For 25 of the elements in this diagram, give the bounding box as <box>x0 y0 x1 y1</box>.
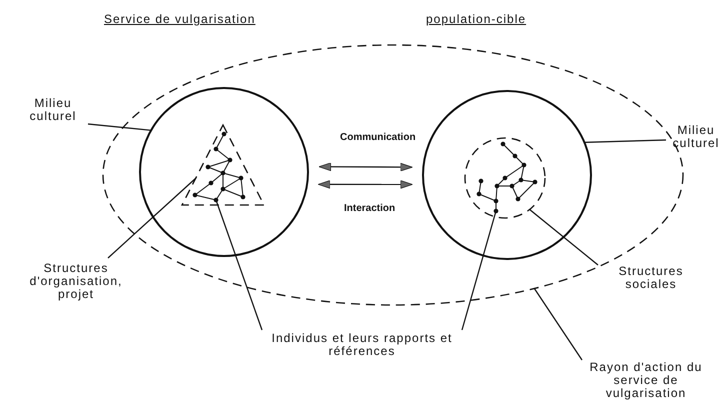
leader-line <box>529 209 598 266</box>
leader-line <box>108 178 196 258</box>
leader-line <box>534 288 582 360</box>
leader-line <box>461 210 497 330</box>
leader-line <box>215 200 263 330</box>
network-drawing <box>192 132 246 202</box>
leader-line <box>584 139 666 143</box>
dashed-circle <box>464 137 546 219</box>
double-arrow <box>318 180 413 189</box>
callout-text: Rayon d'action du service de vulgarisation <box>582 360 710 400</box>
edge-label: Communication <box>338 132 418 143</box>
callout-text: Milieu culturel <box>666 124 726 150</box>
circle-shape <box>139 87 309 257</box>
leader-line <box>88 123 152 131</box>
callout-text: Structures sociales <box>596 265 706 291</box>
heading-text: Service de vulgarisation <box>104 12 256 26</box>
callout-text: Structures d'organisation, projet <box>18 262 134 300</box>
edge-label: Interaction <box>342 203 398 214</box>
circle-shape <box>422 90 592 260</box>
double-arrow <box>318 162 413 172</box>
network-drawing <box>476 142 538 214</box>
callout-text: Individus et leurs rapports et références <box>262 332 462 358</box>
callout-text: Milieu culturel <box>14 97 92 123</box>
heading-text: population-cible <box>426 12 526 26</box>
dashed-triangle <box>180 124 266 206</box>
